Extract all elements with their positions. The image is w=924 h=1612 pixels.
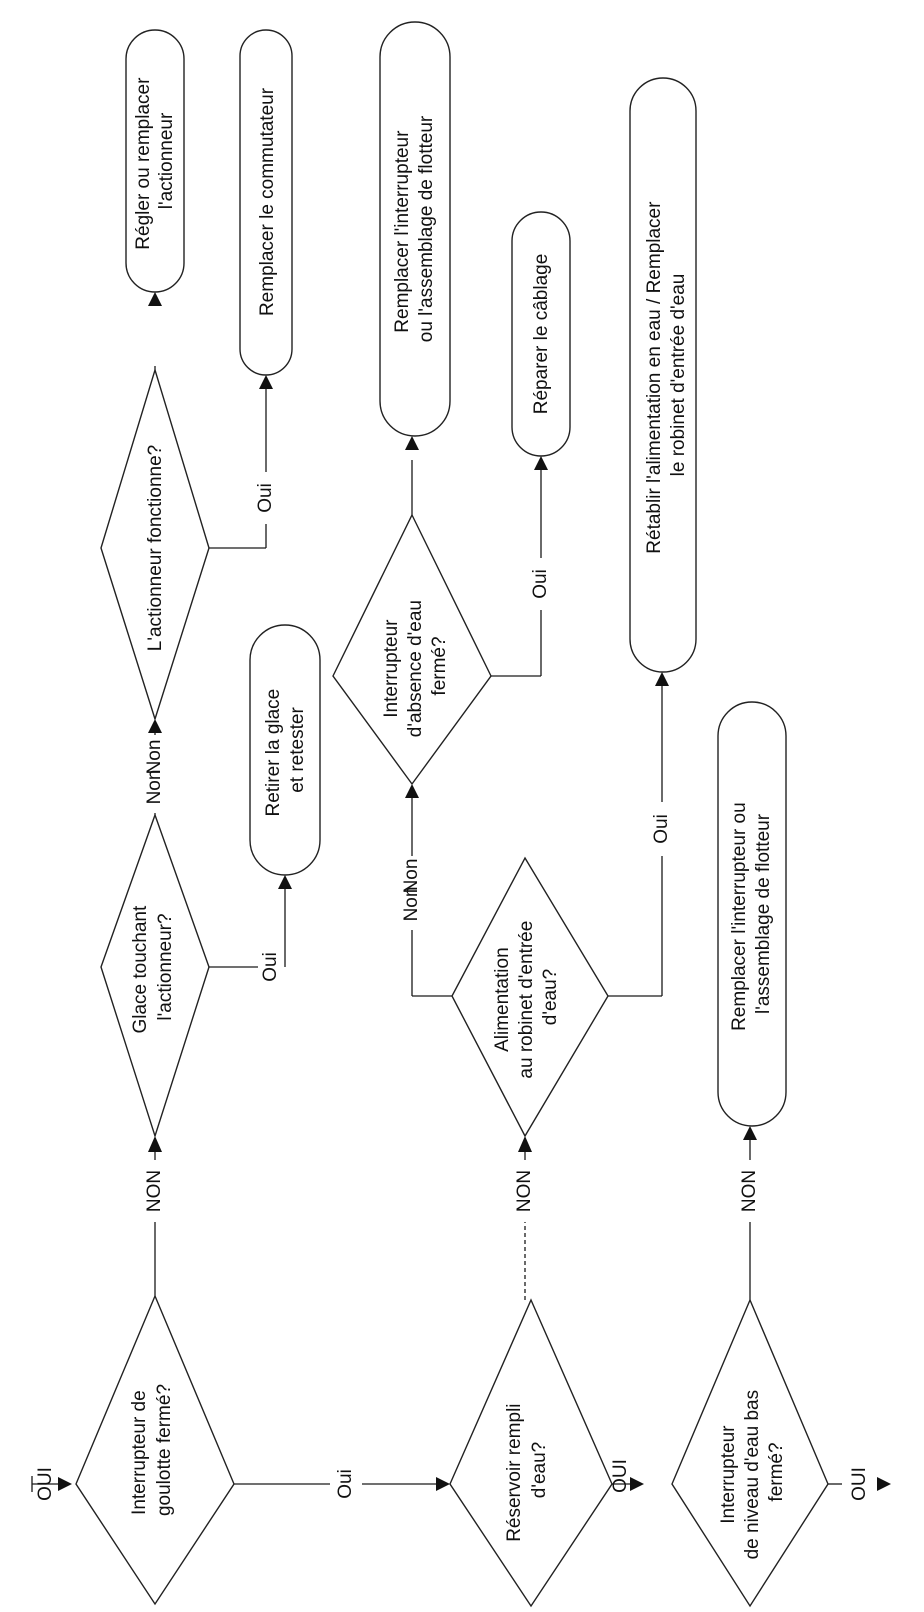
svg-text:Retirer la glace et rete: Retirer la glace et retester	[263, 683, 308, 816]
terminal-replace-switch: Remplacer le commutateur	[239, 29, 293, 376]
terminal-repair-wiring: Réparer le câblage	[511, 211, 571, 457]
arrow-into-replace-float-1	[405, 436, 419, 450]
svg-text:Interrupteur de niveau d: Interrupteur de niveau d'eau bas fermé?	[718, 1385, 787, 1560]
water-supply-line-2: au robinet d'entrée	[516, 921, 537, 1079]
terminal-adjust-actuator: Régler ou remplacer l'actionneur	[125, 29, 185, 293]
terminal-replace-float-2: Remplacer l'interrupteur ou l'assemblage…	[717, 701, 787, 1127]
low-level-switch-line-3: fermé?	[766, 1442, 787, 1501]
terminal-remove-ice: Retirer la glace et retester	[249, 624, 321, 876]
label-oui-nowater-wiring: Oui	[530, 569, 551, 599]
chute-switch-line-1: Interrupteur de	[129, 1390, 150, 1515]
adjust-actuator-line-2: l'actionneur	[156, 112, 177, 209]
decision-reservoir-full: Réservoir rempli d'eau?	[449, 1298, 613, 1608]
svg-text:Rétablir l'alimentation en eau: Rétablir l'alimentation en eau / Remplac…	[644, 196, 689, 553]
decision-no-water-switch: Interrupteur d'absence d'eau fermé?	[332, 513, 492, 786]
edge-labels: OUI NON Oui Oui Non Non Oui NON OUI Non …	[35, 483, 870, 1501]
arrow-into-water-supply	[518, 1136, 532, 1152]
decision-actuator-works: L'actionneur fonctionne?	[100, 367, 210, 722]
svg-text:Remplacer l'interrupteur: Remplacer l'interrupteur ou l'assemblage…	[392, 115, 437, 342]
label-oui-supply-restore: Oui	[651, 814, 672, 844]
label-oui-actuator-switch: Oui	[255, 483, 276, 513]
arrow-into-chute-switch	[58, 1477, 72, 1491]
svg-text:Remplacer l'interrupteur ou: Remplacer l'interrupteur ou l'assemblage…	[729, 797, 774, 1031]
low-level-switch-line-2: de niveau d'eau bas	[742, 1390, 763, 1560]
actuator-works-line-1: L'actionneur fonctionne?	[145, 445, 166, 651]
remove-ice-line-1: Retirer la glace	[263, 689, 284, 817]
label-non-supply-nowater-a: Non	[401, 887, 422, 922]
remove-ice-line-2: et retester	[287, 707, 308, 793]
replace-float-2-line-2: l'assemblage de flotteur	[753, 813, 774, 1014]
repair-wiring-line-1: Réparer le câblage	[531, 254, 552, 415]
svg-text:L'actionneur fonctionne?: L'actionneur fonctionne?	[145, 445, 166, 651]
arrow-into-restore-water	[655, 672, 669, 686]
arrow-into-actuator-works	[148, 719, 162, 733]
replace-switch-line-1: Remplacer le commutateur	[257, 87, 278, 316]
svg-text:Remplacer le commutateur: Remplacer le commutateur	[257, 87, 278, 316]
adjust-actuator-line-1: Régler ou remplacer	[133, 77, 154, 250]
decision-ice-touching: Glace touchant l'actionneur?	[100, 812, 210, 1139]
arrow-into-low-level-switch	[630, 1477, 644, 1491]
svg-text:Glace touchant l'actionn: Glace touchant l'actionneur?	[130, 900, 176, 1033]
arrow-into-replace-switch	[259, 375, 273, 389]
arrow-into-remove-ice	[278, 875, 292, 889]
terminal-restore-water: Rétablir l'alimentation en eau / Remplac…	[629, 77, 697, 673]
label-non-upper: NON	[144, 1170, 165, 1212]
svg-text:Régler ou remplacer l'ac: Régler ou remplacer l'actionneur	[133, 72, 177, 249]
no-water-switch-line-1: Interrupteur	[381, 619, 402, 718]
replace-float-2-line-1: Remplacer l'interrupteur ou	[729, 802, 750, 1031]
decision-water-supply: Alimentation au robinet d'entrée d'eau?	[451, 856, 609, 1138]
label-oui-chute-reservoir: Oui	[335, 1469, 356, 1499]
restore-water-line-2: le robinet d'entrée d'eau	[668, 274, 689, 477]
label-exit-oui: OUI	[849, 1467, 870, 1501]
label-entry-oui: OUI	[35, 1467, 56, 1501]
arrow-into-replace-float-2	[743, 1126, 757, 1140]
svg-text:Alimentation au robinet: Alimentation au robinet d'entrée d'eau?	[492, 915, 561, 1078]
arrowheads	[58, 292, 891, 1491]
ice-touching-line-1: Glace touchant	[130, 905, 151, 1034]
label-non-ice-actuator-b: Non	[144, 740, 165, 775]
replace-float-1-line-2: ou l'assemblage de flotteur	[416, 115, 437, 342]
label-non-supply-nowater-b: Non	[401, 859, 422, 894]
label-oui-reservoir-low: OUI	[610, 1459, 631, 1493]
low-level-switch-line-1: Interrupteur	[718, 1425, 739, 1524]
replace-float-1-line-1: Remplacer l'interrupteur	[392, 130, 413, 333]
svg-text:Interrupteur de goulotte: Interrupteur de goulotte fermé?	[129, 1384, 175, 1516]
ice-touching-line-2: l'actionneur?	[155, 913, 176, 1020]
decision-chute-switch: Interrupteur de goulotte fermé?	[75, 1294, 235, 1606]
decision-low-level-switch: Interrupteur de niveau d'eau bas fermé?	[671, 1298, 829, 1608]
reservoir-full-line-1: Réservoir rempli	[504, 1403, 525, 1541]
terminal-replace-float-1: Remplacer l'interrupteur ou l'assemblage…	[379, 21, 451, 437]
label-non-ice-actuator-a: Non	[144, 770, 165, 805]
no-water-switch-line-2: d'absence d'eau	[405, 600, 426, 737]
svg-text:Réparer le câblage: Réparer le câblage	[531, 254, 552, 415]
label-oui-ice-remove: Oui	[260, 952, 281, 982]
arrow-into-reservoir	[436, 1477, 450, 1491]
svg-text:Réservoir rempli d'eau?: Réservoir rempli d'eau?	[504, 1398, 550, 1542]
chute-switch-line-2: goulotte fermé?	[154, 1384, 175, 1516]
label-non-reservoir-supply: NON	[514, 1170, 535, 1212]
arrow-exit	[877, 1477, 891, 1491]
svg-text:Interrupteur d'absence d: Interrupteur d'absence d'eau fermé?	[381, 595, 450, 737]
label-non-low-float: NON	[739, 1170, 760, 1212]
reservoir-full-line-2: d'eau?	[529, 1442, 550, 1498]
water-supply-line-3: d'eau?	[540, 969, 561, 1025]
arrow-into-repair-wiring	[534, 456, 548, 470]
no-water-switch-line-3: fermé?	[429, 636, 450, 695]
water-supply-line-1: Alimentation	[492, 947, 513, 1052]
restore-water-line-1: Rétablir l'alimentation en eau / Remplac…	[644, 201, 665, 554]
arrow-into-ice-touching	[148, 1136, 162, 1152]
arrow-into-no-water-switch	[405, 784, 419, 798]
arrow-into-adjust-actuator	[148, 292, 162, 306]
